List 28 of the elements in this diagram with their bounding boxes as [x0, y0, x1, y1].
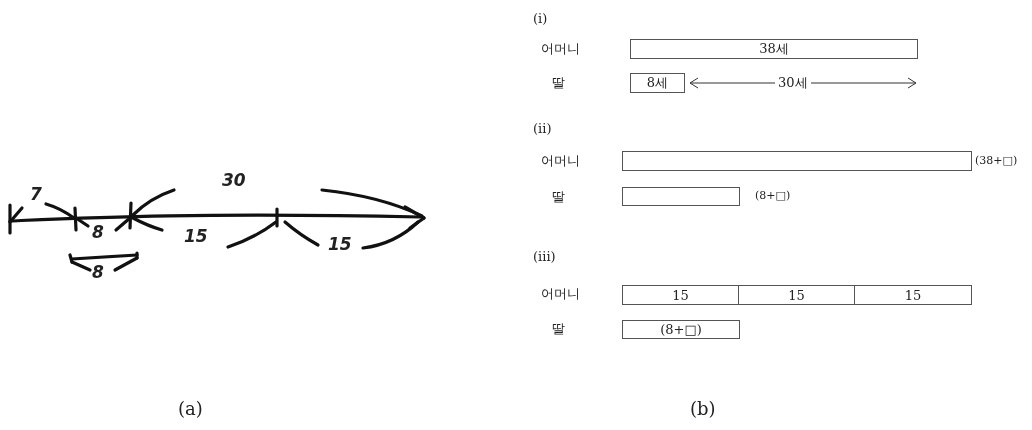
bar-value: (38+□): [975, 155, 1018, 166]
sketch-number: 8: [92, 264, 104, 281]
bar-segment: 15: [738, 285, 855, 305]
row-label: 딸: [552, 76, 565, 89]
box: [622, 187, 740, 206]
sketch-number: 15: [328, 236, 352, 253]
panel-caption: (b): [690, 400, 716, 418]
row-label: 어머니: [541, 287, 580, 300]
sketch-number: 15: [184, 228, 208, 245]
section-label: (i): [533, 12, 548, 25]
dimension-label: 30세: [775, 76, 811, 89]
bar-segment: 15: [854, 285, 972, 305]
sketch-number: 7: [30, 186, 42, 203]
sketch-number: 30: [222, 172, 246, 189]
row-label: 어머니: [541, 154, 580, 167]
row-label: 어머니: [541, 42, 580, 55]
panel-caption: (a): [178, 400, 203, 418]
section-label: (iii): [533, 250, 556, 263]
row-label: 딸: [552, 190, 565, 203]
box: 8세: [630, 73, 685, 93]
bar-value: (8+□): [755, 190, 791, 201]
box: (8+□): [622, 320, 740, 339]
bar: [622, 151, 972, 171]
section-label: (ii): [533, 122, 552, 135]
row-label: 딸: [552, 322, 565, 335]
bar-segment: 15: [622, 285, 739, 305]
bar: 38세: [630, 39, 918, 59]
sketch-number: 8: [92, 224, 104, 241]
